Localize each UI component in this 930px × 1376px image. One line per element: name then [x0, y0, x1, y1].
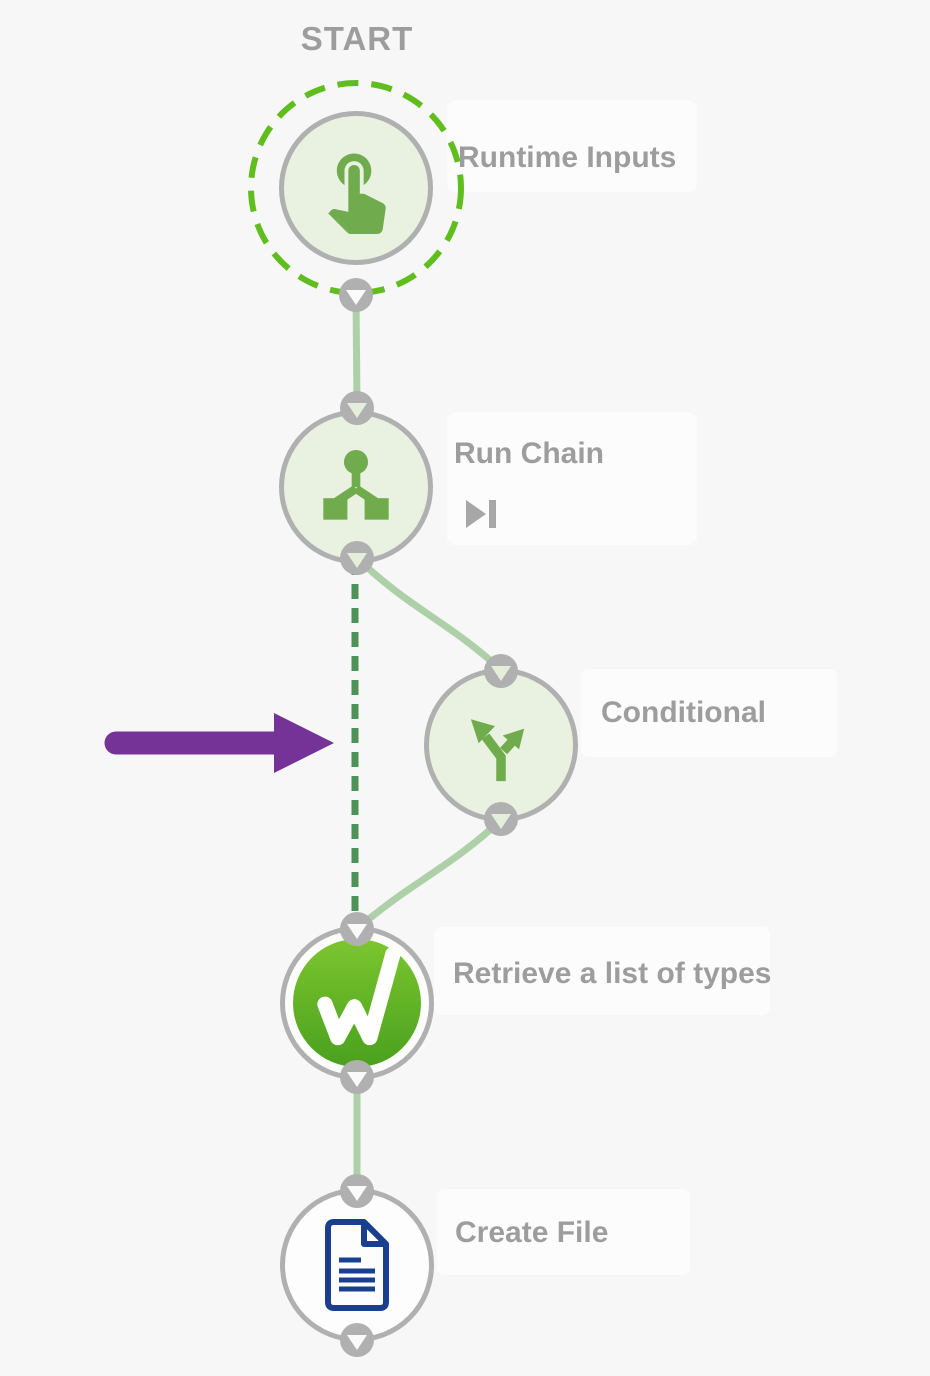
port-triangle-icon — [347, 1072, 367, 1087]
port-triangle-icon — [347, 553, 367, 568]
label-card-conditional — [581, 669, 837, 757]
touch-app-icon — [328, 153, 386, 234]
node-label-run-chain: Run Chain — [454, 437, 604, 470]
document-icon — [325, 1219, 389, 1311]
node-label-conditional: Conditional — [601, 696, 766, 729]
port-triangle-icon — [491, 666, 511, 681]
node-runtime-inputs[interactable] — [279, 111, 433, 265]
label-card-run-chain — [447, 412, 697, 545]
node-create-file[interactable] — [280, 1188, 434, 1342]
port-triangle-icon — [491, 814, 511, 829]
workato-logo-icon — [293, 939, 421, 1067]
output-port-runtime-inputs[interactable] — [339, 278, 373, 312]
label-card-create-file — [437, 1189, 690, 1275]
label-card-retrieve-list — [434, 927, 770, 1015]
skip-to-end-icon[interactable] — [464, 499, 500, 529]
start-label: START — [300, 20, 414, 57]
branch-arrows-icon — [470, 719, 525, 782]
node-label-create-file: Create File — [455, 1216, 609, 1249]
edge-runchain-to-conditional — [355, 556, 503, 672]
node-label-retrieve-list: Retrieve a list of types — [453, 957, 772, 990]
label-card-runtime-inputs — [447, 100, 697, 192]
input-port-retrieve-list[interactable] — [340, 912, 374, 946]
port-triangle-icon — [347, 1186, 367, 1201]
port-triangle-icon — [346, 290, 366, 305]
input-port-run-chain[interactable] — [340, 391, 374, 425]
node-conditional[interactable] — [424, 668, 578, 822]
output-port-retrieve-list[interactable] — [340, 1060, 374, 1094]
port-triangle-icon — [347, 1335, 367, 1350]
output-port-create-file[interactable] — [340, 1323, 374, 1357]
port-triangle-icon — [347, 403, 367, 418]
input-port-conditional[interactable] — [484, 654, 518, 688]
annotation-arrow-icon — [104, 713, 334, 773]
node-label-runtime-inputs: Runtime Inputs — [458, 141, 677, 174]
input-port-create-file[interactable] — [340, 1174, 374, 1208]
output-port-run-chain[interactable] — [340, 541, 374, 575]
output-port-conditional[interactable] — [484, 802, 518, 836]
port-triangle-icon — [347, 924, 367, 939]
node-retrieve-list[interactable] — [280, 926, 434, 1080]
edge-conditional-to-retrieve — [356, 817, 504, 930]
run-chain-icon — [323, 450, 389, 520]
